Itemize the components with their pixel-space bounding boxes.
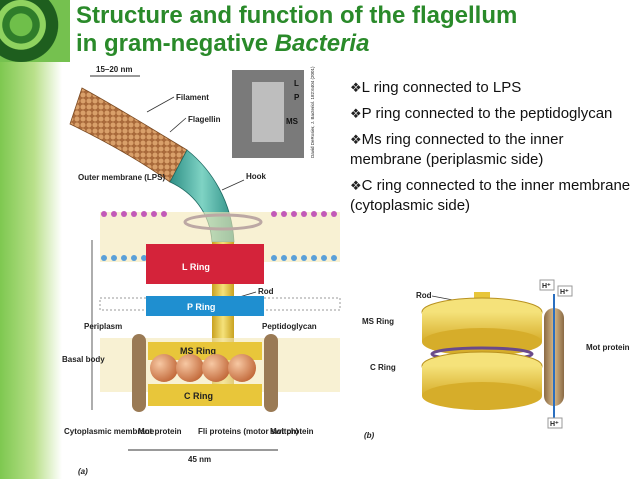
c-ring <box>148 384 262 406</box>
cytoplasmic-membrane-label: Cytoplasmic membrane <box>64 427 155 436</box>
hook-label: Hook <box>246 172 267 181</box>
em-label-p: P <box>294 93 300 102</box>
bullet-mark-icon: ❖ <box>350 178 362 193</box>
bullet-text: Ms ring connected to the inner membrane … <box>350 131 564 168</box>
motor-ball <box>176 354 204 382</box>
decorative-stripe <box>0 62 62 479</box>
mot-protein-left <box>132 334 146 412</box>
l-ring <box>146 244 264 284</box>
panel-b-label: (b) <box>364 431 375 440</box>
motor-ball <box>228 354 256 382</box>
p-ring-label: P Ring <box>187 302 215 312</box>
slide-title: Structure and function of the flagellum … <box>76 2 636 58</box>
mot-protein-left-label: Mot protein <box>138 427 182 436</box>
mot-protein-right-label: Mot protein <box>270 427 314 436</box>
hook-pointer <box>221 179 245 191</box>
bullet-mark-icon: ❖ <box>350 132 362 147</box>
filament <box>69 87 188 183</box>
periplasm-label: Periplasm <box>84 322 122 331</box>
title-line-1: Structure and function of the flagellum <box>76 2 518 29</box>
flagellin-pointer <box>169 117 187 133</box>
bullet-item: ❖P ring connected to the peptidoglycan <box>350 104 635 124</box>
h-plus-label-3: H⁺ <box>550 421 559 428</box>
rod-label: Rod <box>258 287 274 296</box>
dimension-top-label: 15–20 nm <box>96 65 132 74</box>
em-label-ms: MS <box>286 117 299 126</box>
em-credit: David DeRosier, J. Bacteriol. 182:6404 (… <box>310 66 315 158</box>
bullet-item: ❖C ring connected to the inner membrane … <box>350 176 635 216</box>
h-plus-label-2: H⁺ <box>560 289 569 296</box>
c-ring-label: C Ring <box>184 391 213 401</box>
bullet-text: P ring connected to the peptidoglycan <box>361 105 613 122</box>
motor-ball <box>202 354 230 382</box>
c-ring-b-bottom <box>422 382 542 410</box>
panel-a-label: (a) <box>78 467 88 476</box>
bullet-list: ❖L ring connected to LPS ❖P ring connect… <box>350 78 635 222</box>
bullet-text: C ring connected to the inner membrane (… <box>350 177 631 214</box>
c-ring-label-b: C Ring <box>370 363 396 372</box>
h-plus-badge-1 <box>539 279 555 291</box>
mot-protein-label-b: Mot protein <box>586 343 630 352</box>
fli-proteins-label: Fli proteins (motor switch) <box>198 427 299 436</box>
peptidoglycan-label: Peptidoglycan <box>262 322 317 331</box>
bullet-mark-icon: ❖ <box>350 106 362 121</box>
motor-ball <box>150 354 178 382</box>
filament-pointer <box>146 96 175 113</box>
bullet-text: L ring connected to LPS <box>361 79 522 96</box>
ms-ring-label-b: MS Ring <box>362 317 394 326</box>
title-background <box>70 0 638 62</box>
em-label-l: L <box>294 79 299 88</box>
dimension-bottom-label: 45 nm <box>188 455 211 464</box>
filament-label: Filament <box>176 93 209 102</box>
flagellin-label: Flagellin <box>188 115 221 124</box>
basal-body-label: Basal body <box>62 355 105 364</box>
motor-diagram-b: Rod MS Ring C Ring Mot protein H⁺ H⁺ H⁺ … <box>362 279 630 440</box>
ms-ring-label: MS Ring <box>180 346 216 356</box>
mot-protein-right <box>264 334 278 412</box>
bullet-item: ❖Ms ring connected to the inner membrane… <box>350 130 635 170</box>
bacteria-image <box>0 0 70 62</box>
bullet-item: ❖L ring connected to LPS <box>350 78 635 98</box>
h-plus-label-1: H⁺ <box>542 283 551 290</box>
outer-membrane-label: Outer membrane (LPS) <box>78 173 165 182</box>
p-ring <box>146 296 264 316</box>
title-line-2: in gram-negative Bacteria <box>76 30 370 57</box>
flagellum-diagram-a: 15–20 nm Filament Flagellin L P MS David… <box>62 65 341 476</box>
title-band: Structure and function of the flagellum … <box>0 0 638 62</box>
em-structure <box>252 82 284 142</box>
l-ring-label: L Ring <box>182 262 210 272</box>
h-plus-badge-2 <box>557 285 573 297</box>
h-plus-badge-3 <box>547 417 563 429</box>
rod-label-b: Rod <box>416 291 432 300</box>
ms-ring <box>148 342 262 360</box>
bullet-mark-icon: ❖ <box>350 80 362 95</box>
